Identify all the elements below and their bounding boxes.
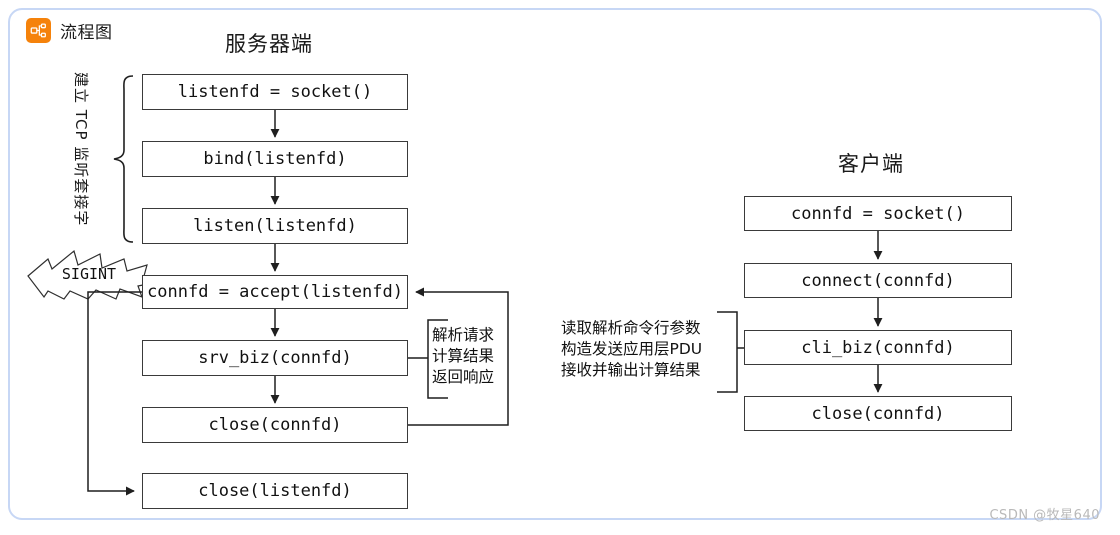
server-step-srv-biz[interactable]: srv_biz(connfd) [142,340,408,376]
watermark: CSDN @牧星640 [989,508,1100,523]
server-step-bind[interactable]: bind(listenfd) [142,141,408,177]
client-note-line-3: 接收并输出计算结果 [561,361,701,379]
client-step-close-connfd[interactable]: close(connfd) [744,396,1012,431]
server-note-line-2: 计算结果 [432,347,495,365]
client-note-line-1: 读取解析命令行参数 [561,319,701,337]
flowchart-icon [26,18,51,43]
server-note: 解析请求 计算结果 返回响应 [432,325,494,388]
client-note-line-2: 构造发送应用层PDU [561,340,703,358]
sigint-label: SIGINT [61,265,117,283]
server-group-label: 建立 TCP 监听套接字 [72,72,91,227]
server-step-listenfd-socket[interactable]: listenfd = socket() [142,74,408,110]
client-step-cli-biz[interactable]: cli_biz(connfd) [744,330,1012,365]
sigint-burst: SIGINT [26,249,161,301]
diagram-title: 流程图 [60,23,113,43]
server-column-title: 服务器端 [225,32,313,56]
server-note-line-3: 返回响应 [432,368,495,386]
server-step-close-connfd[interactable]: close(connfd) [142,407,408,443]
client-column-title: 客户端 [838,152,904,176]
diagram-header: 流程图 [26,18,113,43]
server-note-line-1: 解析请求 [432,326,495,344]
server-step-accept[interactable]: connfd = accept(listenfd) [142,275,408,309]
client-step-connfd-socket[interactable]: connfd = socket() [744,196,1012,231]
server-step-close-listenfd[interactable]: close(listenfd) [142,473,408,509]
client-step-connect[interactable]: connect(connfd) [744,263,1012,298]
client-note: 读取解析命令行参数 构造发送应用层PDU 接收并输出计算结果 [561,318,702,381]
server-step-listen[interactable]: listen(listenfd) [142,208,408,244]
